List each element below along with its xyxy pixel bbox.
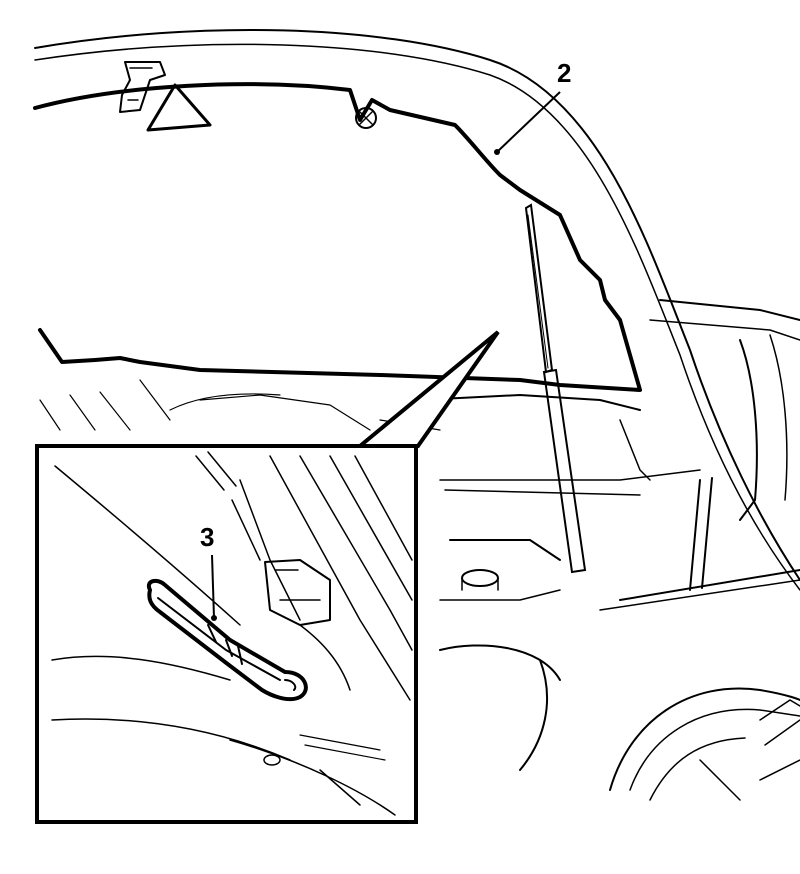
callout-2: 2: [494, 58, 571, 155]
callout-dot-3: [211, 615, 217, 621]
callout-leader-2: [496, 91, 561, 153]
callout-3: 3: [200, 522, 217, 621]
strut-clip: [146, 578, 308, 702]
callout-label-2: 2: [557, 58, 571, 88]
hood-underside: [33, 28, 800, 591]
hood-strut: [524, 203, 587, 574]
callout-label-3: 3: [200, 522, 214, 552]
inset-frame: [35, 444, 418, 824]
inset-lines: [51, 451, 413, 816]
callout-leader-3: [211, 554, 215, 619]
callout-dot-2: [494, 149, 500, 155]
detail-inset: 3: [35, 444, 418, 824]
